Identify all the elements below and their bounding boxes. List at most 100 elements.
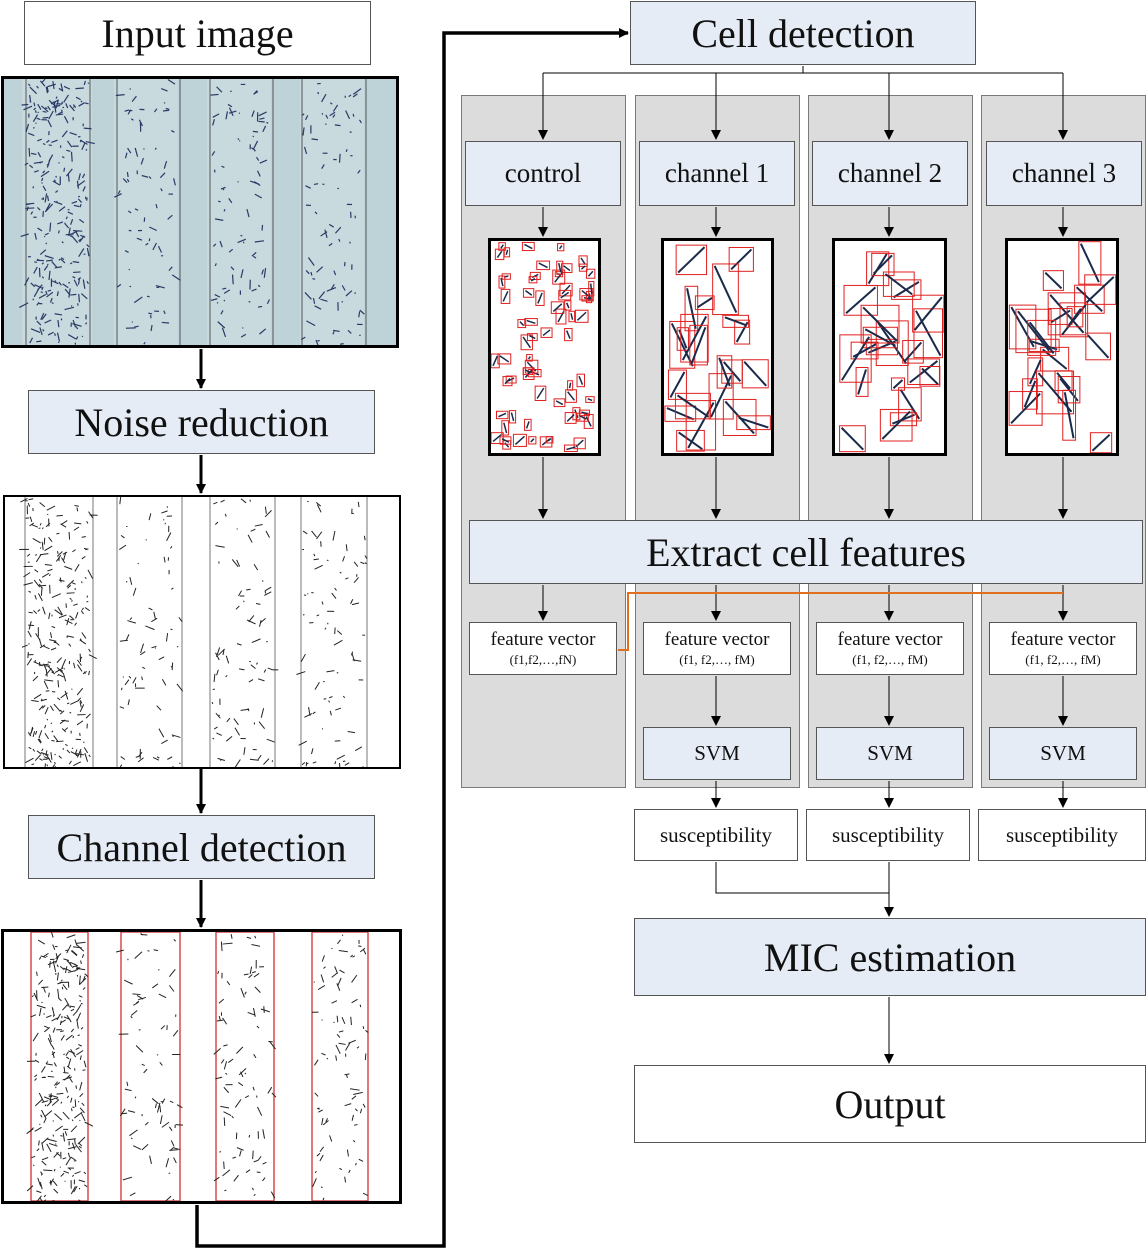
cell-mark (20, 497, 28, 503)
cell-mark (62, 1076, 73, 1081)
cell-mark (79, 701, 82, 708)
cell-mark (86, 280, 89, 285)
cell-mark (81, 1102, 85, 1107)
cell-mark (213, 1176, 220, 1182)
cell-mark (259, 620, 262, 627)
cell-mark (53, 1062, 57, 1067)
cell-mark (341, 934, 344, 936)
detected-cell (903, 341, 923, 362)
cell-mark (262, 1129, 266, 1139)
detected-cell (1091, 433, 1111, 452)
cell-mark (72, 1010, 78, 1016)
cell-mark (30, 328, 41, 333)
cell-mark (68, 643, 72, 647)
cell-mark (359, 1108, 363, 1114)
cell-mark (65, 1051, 69, 1056)
susceptibility-label: susceptibility (660, 822, 772, 847)
cell-mark (240, 708, 250, 711)
cell-mark (362, 949, 367, 955)
detected-cell (576, 311, 587, 321)
cell-mark (81, 632, 87, 639)
cell-mark (51, 139, 58, 144)
cell-mark (170, 628, 173, 631)
cell-mark (77, 1136, 86, 1145)
bounding-box (708, 373, 734, 420)
cell-mark (301, 762, 306, 766)
detected-cell (1010, 392, 1041, 424)
detected-cell (1044, 271, 1063, 290)
cell-mark (72, 104, 77, 108)
cell-mark (56, 514, 63, 517)
cell-mark (248, 1134, 251, 1138)
cell-mark (131, 95, 137, 102)
cell-mark (58, 997, 62, 1002)
cell-mark (335, 1044, 341, 1054)
cell-mark (213, 1048, 221, 1055)
cell-mark (68, 1146, 77, 1150)
cell-mark (41, 313, 47, 320)
cell-mark (41, 1001, 43, 1004)
cell-mark (223, 1111, 232, 1116)
cell-mark (62, 747, 65, 750)
cell-mark (61, 130, 68, 138)
detected-cell (678, 431, 703, 450)
cell-mark (75, 965, 79, 969)
cell-mark (38, 956, 42, 960)
cell-mark (61, 986, 64, 990)
cell-mark (170, 1140, 175, 1147)
cell-mark (64, 997, 70, 1006)
cell-mark (77, 198, 83, 203)
cell-mark (316, 531, 323, 540)
cell-mark (160, 1025, 166, 1030)
cell-mark (159, 1105, 162, 1113)
cell-mark (153, 949, 159, 952)
cell-mark (41, 986, 49, 989)
cell-mark (333, 639, 343, 646)
cell-mark (234, 727, 241, 736)
cell-mark (60, 523, 67, 528)
cell-mark (41, 1137, 49, 1145)
bounding-box (716, 355, 733, 389)
cell-mark (32, 1032, 39, 1042)
cell-mark (35, 971, 38, 976)
cell-mark (72, 549, 76, 553)
cell-mark (248, 679, 254, 683)
detected-cell (565, 330, 571, 339)
cell-mark (145, 625, 155, 631)
detected-cell (1023, 380, 1037, 408)
cell-mark (79, 699, 83, 704)
cell-mark (66, 149, 71, 152)
detected-cell (1028, 321, 1055, 354)
cell-mark (32, 1164, 35, 1167)
cell-mark (63, 115, 69, 124)
cell-mark (236, 643, 242, 646)
detected-cell (1086, 276, 1115, 304)
cell-mark (166, 506, 169, 508)
cell-mark (37, 227, 43, 232)
cell-mark (60, 83, 64, 92)
cell-mark (67, 584, 72, 589)
cell-mark (25, 757, 34, 764)
cell-mark (312, 761, 317, 764)
cell-mark (258, 721, 266, 729)
cell-mark (41, 748, 44, 752)
channel-detected-drawing (26, 932, 369, 1201)
cell-mark (318, 1109, 323, 1113)
cell-mark (132, 993, 141, 996)
cell-mark (251, 1187, 254, 1191)
cell-mark (41, 1066, 46, 1073)
cell-mark (130, 1010, 138, 1016)
cell-mark (76, 687, 84, 696)
cell-mark (141, 174, 149, 178)
cell-mark (38, 730, 43, 739)
cell-mark (84, 102, 89, 105)
cell-mark (264, 590, 267, 594)
cell-mark (33, 288, 40, 298)
cell-mark (69, 615, 74, 620)
cell-mark (33, 661, 43, 667)
cell-mark (70, 1156, 76, 1161)
cell-mark (331, 972, 338, 978)
cell-mark (48, 1094, 59, 1098)
channel-detection-label: Channel detection (56, 824, 347, 870)
detected-cell (1029, 359, 1042, 385)
